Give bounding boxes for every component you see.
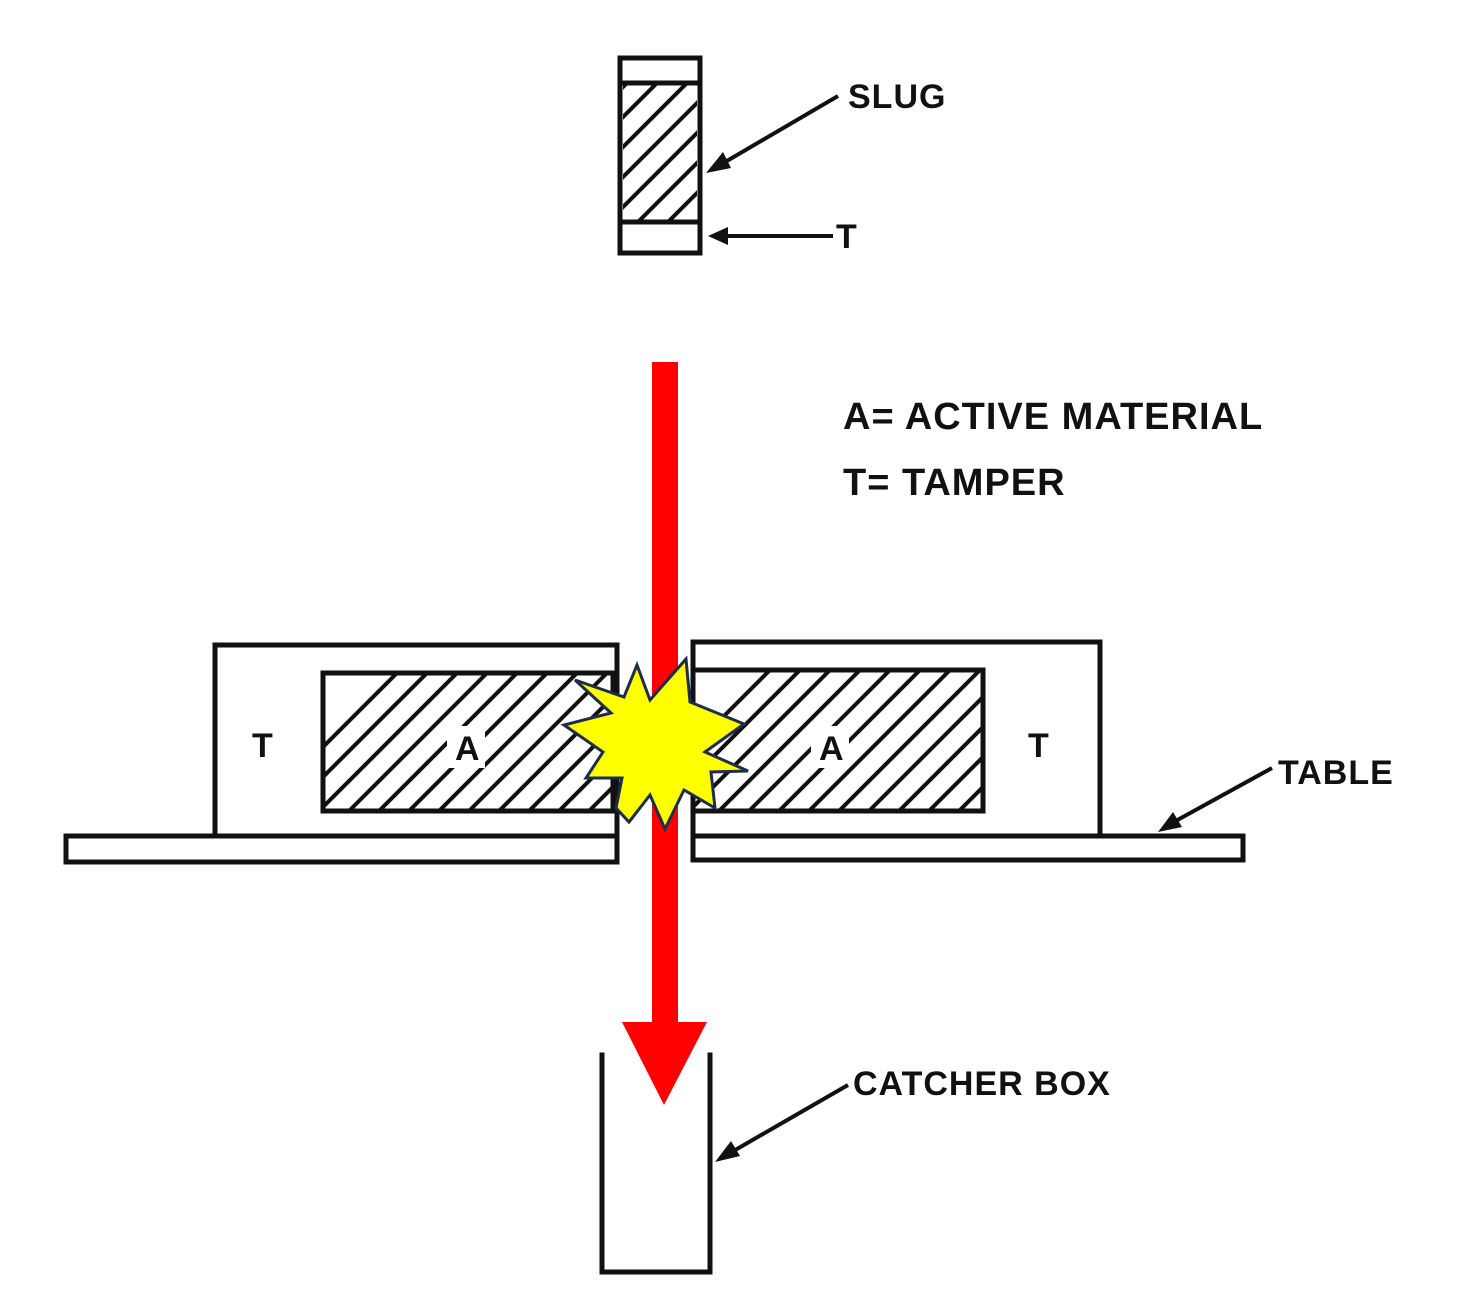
slug-leader-line bbox=[718, 94, 840, 167]
left-tamper-label: T bbox=[252, 727, 274, 765]
left-target-block: A T bbox=[212, 642, 620, 839]
slug bbox=[617, 55, 703, 256]
slug-hatching bbox=[623, 83, 697, 221]
slug-callout: SLUG bbox=[706, 78, 946, 173]
slug-outline bbox=[617, 55, 703, 256]
legend: A= ACTIVE MATERIAL T= TAMPER bbox=[843, 396, 1263, 504]
catcher-box-callout: CATCHER BOX bbox=[715, 1065, 1111, 1162]
table-arrowhead-icon bbox=[1158, 812, 1182, 832]
slug-tamper-callout: T bbox=[708, 218, 858, 256]
catcher-box-outline bbox=[599, 1052, 713, 1275]
right-active-label-bg bbox=[811, 726, 849, 768]
table-left-half bbox=[63, 833, 620, 865]
table bbox=[63, 833, 1246, 865]
catcher-box-arrowhead-icon bbox=[715, 1141, 740, 1162]
table-right-half bbox=[690, 833, 1246, 863]
legend-active-material: A= ACTIVE MATERIAL bbox=[843, 396, 1263, 438]
arrow-head bbox=[622, 1022, 707, 1105]
explosion-burst-icon bbox=[560, 655, 749, 833]
catcher-box bbox=[599, 1052, 713, 1275]
left-active-label: A bbox=[455, 730, 481, 768]
catcher-box-leader-line bbox=[729, 1083, 849, 1155]
table-label: TABLE bbox=[1278, 754, 1394, 792]
catcher-box-label: CATCHER BOX bbox=[853, 1065, 1111, 1103]
slug-tamper-arrowhead-icon bbox=[708, 227, 728, 245]
slug-label: SLUG bbox=[848, 78, 946, 116]
legend-tamper: T= TAMPER bbox=[843, 462, 1066, 504]
right-active-label: A bbox=[819, 730, 845, 768]
table-leader-line bbox=[1171, 766, 1273, 825]
right-tamper-label: T bbox=[1028, 727, 1050, 765]
slug-arrowhead-icon bbox=[706, 152, 731, 173]
left-active-label-bg bbox=[447, 726, 485, 768]
table-callout: TABLE bbox=[1158, 754, 1394, 832]
slug-tamper-label: T bbox=[836, 218, 858, 256]
